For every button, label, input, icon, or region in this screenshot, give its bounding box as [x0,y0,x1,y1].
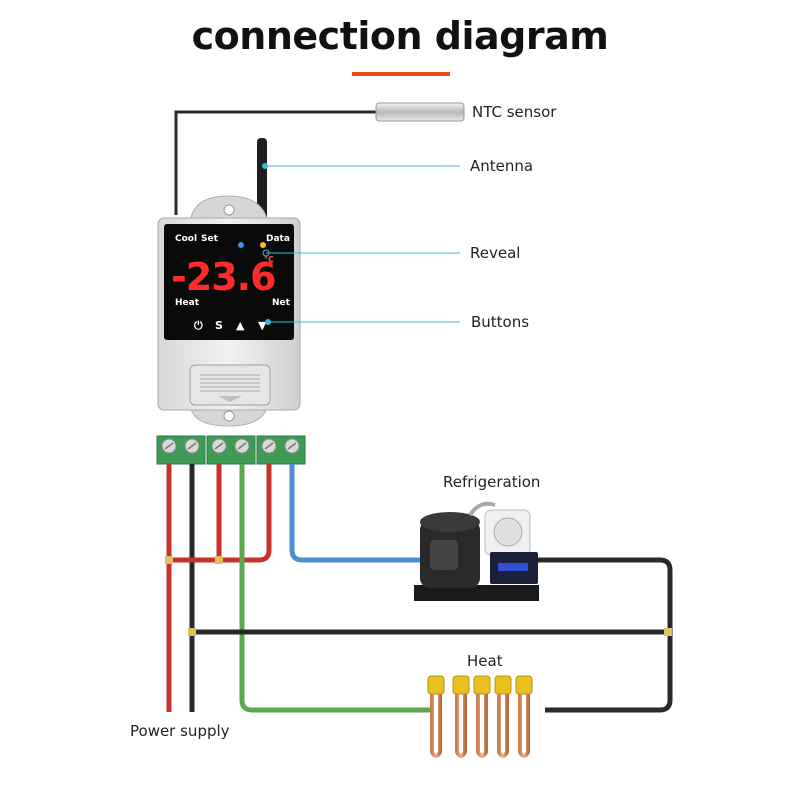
up-button[interactable]: ▲ [236,319,245,332]
lcd-heat-label: Heat [175,298,200,308]
ntc-sensor [174,102,465,215]
power-supply-label: Power supply [130,722,230,740]
refrigeration-label: Refrigeration [443,473,541,491]
lcd-unit: °C [264,255,274,264]
heat-label: Heat [467,652,503,670]
wire-cool-blue [289,464,425,563]
down-button[interactable]: ▼ [258,319,267,332]
terminal-blocks [156,435,306,465]
page-title: connection diagram [191,14,609,58]
lcd-cool-label: Cool [175,234,197,244]
lcd-net-label: Net [272,298,291,308]
wire-return-black [535,557,673,713]
leader-lines [262,163,460,325]
title-underline [352,72,450,76]
antenna [257,138,267,223]
heating-elements [427,675,533,758]
wire-splices [165,556,672,636]
status-dot-blue [238,242,244,248]
status-dot-yellow [260,242,266,248]
reveal-label: Reveal [470,244,521,262]
lcd-data-label: Data [266,234,290,244]
thermostat-body [157,217,301,411]
refrigeration-unit [414,501,539,601]
ntc-probe [375,102,465,122]
wire-jumper-red-2 [219,464,272,563]
lcd-temperature-reading: -23.6 [171,255,276,299]
lcd-set-label: Set [201,234,219,244]
ntc-sensor-label: NTC sensor [472,103,557,121]
antenna-label: Antenna [470,157,534,175]
wire-heat-green [239,464,432,713]
set-button[interactable]: S [215,319,223,332]
power-button[interactable]: ⏻ [194,319,203,332]
buttons-label: Buttons [471,313,530,331]
lcd-panel [164,224,294,340]
